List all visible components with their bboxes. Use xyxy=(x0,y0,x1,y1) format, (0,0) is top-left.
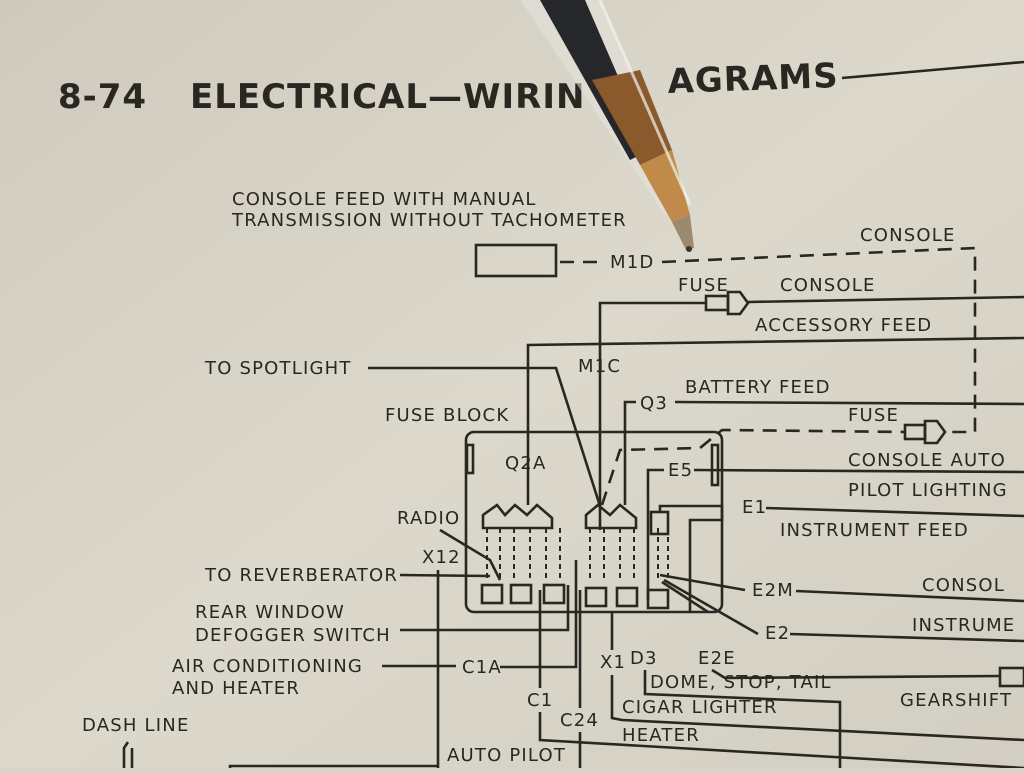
fuse-clip-group-1 xyxy=(481,503,554,530)
e2m-wire-a xyxy=(659,573,746,592)
label-and-heater: AND HEATER xyxy=(172,678,300,699)
label-c24: C24 xyxy=(560,710,599,731)
e2-wire-a xyxy=(663,578,759,636)
label-consol: CONSOL xyxy=(922,575,1005,596)
label-q2a: Q2A xyxy=(505,453,547,474)
label-x12: X12 xyxy=(422,547,461,568)
label-m1c: M1C xyxy=(578,356,621,377)
label-c1a: C1A xyxy=(462,657,502,678)
fuse-block-tab-left xyxy=(465,443,475,475)
label-d3: D3 xyxy=(630,648,658,669)
label-battery-feed: BATTERY FEED xyxy=(685,377,831,398)
e1-wire-b xyxy=(765,506,1024,518)
e2e-wire xyxy=(661,580,1001,680)
label-c1: C1 xyxy=(527,690,553,711)
note-line-2: TRANSMISSION WITHOUT TACHOMETER xyxy=(231,210,627,231)
battery-feed-wire xyxy=(674,400,1024,406)
label-air-conditioning: AIR CONDITIONING xyxy=(172,656,363,677)
label-heater: HEATER xyxy=(622,725,700,746)
title-rule xyxy=(841,60,1024,80)
label-console-top: CONSOLE xyxy=(860,225,956,246)
dash-line-symbol xyxy=(122,741,134,768)
label-accessory-feed: ACCESSORY FEED xyxy=(755,315,932,336)
label-fuse-block: FUSE BLOCK xyxy=(385,405,509,426)
auto-pilot-wire xyxy=(228,764,438,768)
console-feed-wire-b xyxy=(747,295,1024,304)
label-dome-stop-tail: DOME, STOP, TAIL xyxy=(650,672,832,693)
e1-wire-a xyxy=(658,504,724,612)
page-title-right: AGRAMS xyxy=(667,56,839,102)
gearshift-connector xyxy=(998,666,1024,688)
label-e2m: E2M xyxy=(752,580,794,601)
label-cigar-lighter: CIGAR LIGHTER xyxy=(622,697,778,718)
reverberator-wire xyxy=(399,573,491,578)
defogger-wire xyxy=(400,585,570,632)
fuse-block-tab-right xyxy=(710,443,720,487)
page-number: 8-74 xyxy=(58,77,147,117)
label-radio: RADIO xyxy=(397,508,460,529)
label-console-mid: CONSOLE xyxy=(780,275,876,296)
e5-wire-a xyxy=(646,468,664,600)
c1-wire xyxy=(538,590,1024,770)
x1-wire xyxy=(610,612,1024,742)
ballpoint-pen xyxy=(520,0,694,252)
label-e1: E1 xyxy=(742,497,767,518)
fuse-icon xyxy=(704,290,750,316)
e2m-wire-b xyxy=(795,589,1024,603)
label-to-spotlight: TO SPOTLIGHT xyxy=(204,358,352,379)
ac-wire-b xyxy=(500,560,578,669)
console-feed-box xyxy=(474,243,558,278)
label-fuse-1: FUSE xyxy=(678,275,729,296)
label-dash-line: DASH LINE xyxy=(82,715,190,736)
fuse-slots xyxy=(480,510,670,610)
label-instrume: INSTRUME xyxy=(912,615,1015,636)
label-m1d: M1D xyxy=(610,252,654,273)
spotlight-wire xyxy=(368,366,602,507)
console-feed-wire-a xyxy=(598,301,706,530)
label-to-reverberator: TO REVERBERATOR xyxy=(204,565,398,586)
page-title-left: ELECTRICAL—WIRIN xyxy=(190,77,585,117)
accessory-feed-wire xyxy=(526,336,1024,480)
note-line-1: CONSOLE FEED WITH MANUAL xyxy=(232,189,537,210)
label-defogger-switch: DEFOGGER SWITCH xyxy=(195,625,391,646)
label-x1: X1 xyxy=(600,652,626,673)
radio-wire xyxy=(439,528,502,581)
label-fuse-2: FUSE xyxy=(848,405,899,426)
label-pilot-lighting: PILOT LIGHTING xyxy=(848,480,1008,501)
label-instrument-feed: INSTRUMENT FEED xyxy=(780,520,969,541)
label-e5: E5 xyxy=(668,460,693,481)
fuse-block-outline xyxy=(464,430,724,614)
e5-wire-b xyxy=(693,468,1024,474)
q3-wire-a xyxy=(623,400,636,505)
fuse-clip-group-2 xyxy=(584,503,638,530)
m1d-dashed-wire-b xyxy=(661,246,977,434)
label-rear-window: REAR WINDOW xyxy=(195,602,345,623)
label-q3: Q3 xyxy=(640,393,668,414)
e2-wire-b xyxy=(789,632,1024,643)
dome-wire xyxy=(643,670,842,768)
label-gearshift: GEARSHIFT xyxy=(900,690,1012,711)
fuse-icon xyxy=(903,419,947,445)
label-e2: E2 xyxy=(765,623,790,644)
label-console-auto: CONSOLE AUTO xyxy=(848,450,1006,471)
label-auto-pilot: AUTO PILOT xyxy=(447,745,566,766)
label-e2e: E2E xyxy=(698,648,736,669)
